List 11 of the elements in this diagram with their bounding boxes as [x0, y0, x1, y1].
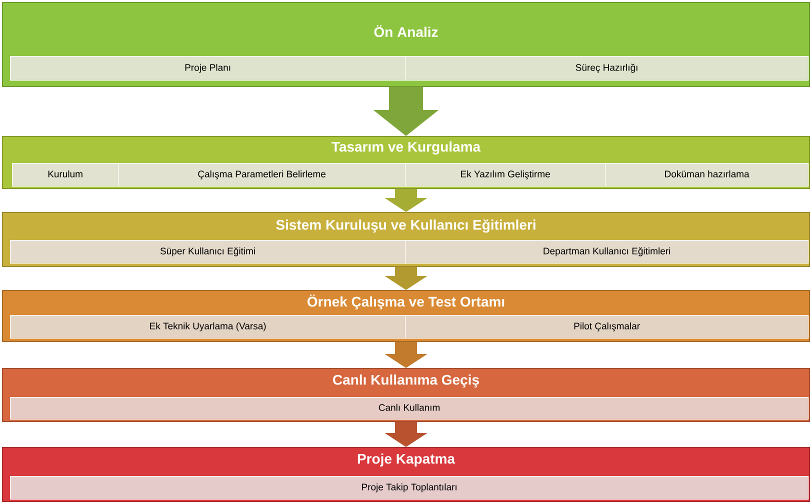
task-box: Pilot Çalışmalar — [405, 315, 809, 339]
task-box: Süreç Hazırlığı — [405, 56, 809, 81]
task-box: Ek Yazılım Geliştirme — [405, 163, 606, 187]
task-box: Doküman hazırlama — [605, 163, 809, 187]
task-box: Ek Teknik Uyarlama (Varsa) — [10, 315, 406, 339]
task-box: Departman Kullanıcı Eğitimleri — [405, 240, 809, 264]
task-box: Canlı Kullanım — [10, 397, 809, 420]
task-box: Süper Kullanıcı Eğitimi — [10, 240, 406, 264]
task-box: Proje Takip Toplantıları — [10, 476, 809, 500]
task-box: Kurulum — [12, 163, 119, 187]
task-box: Proje Planı — [10, 56, 406, 81]
